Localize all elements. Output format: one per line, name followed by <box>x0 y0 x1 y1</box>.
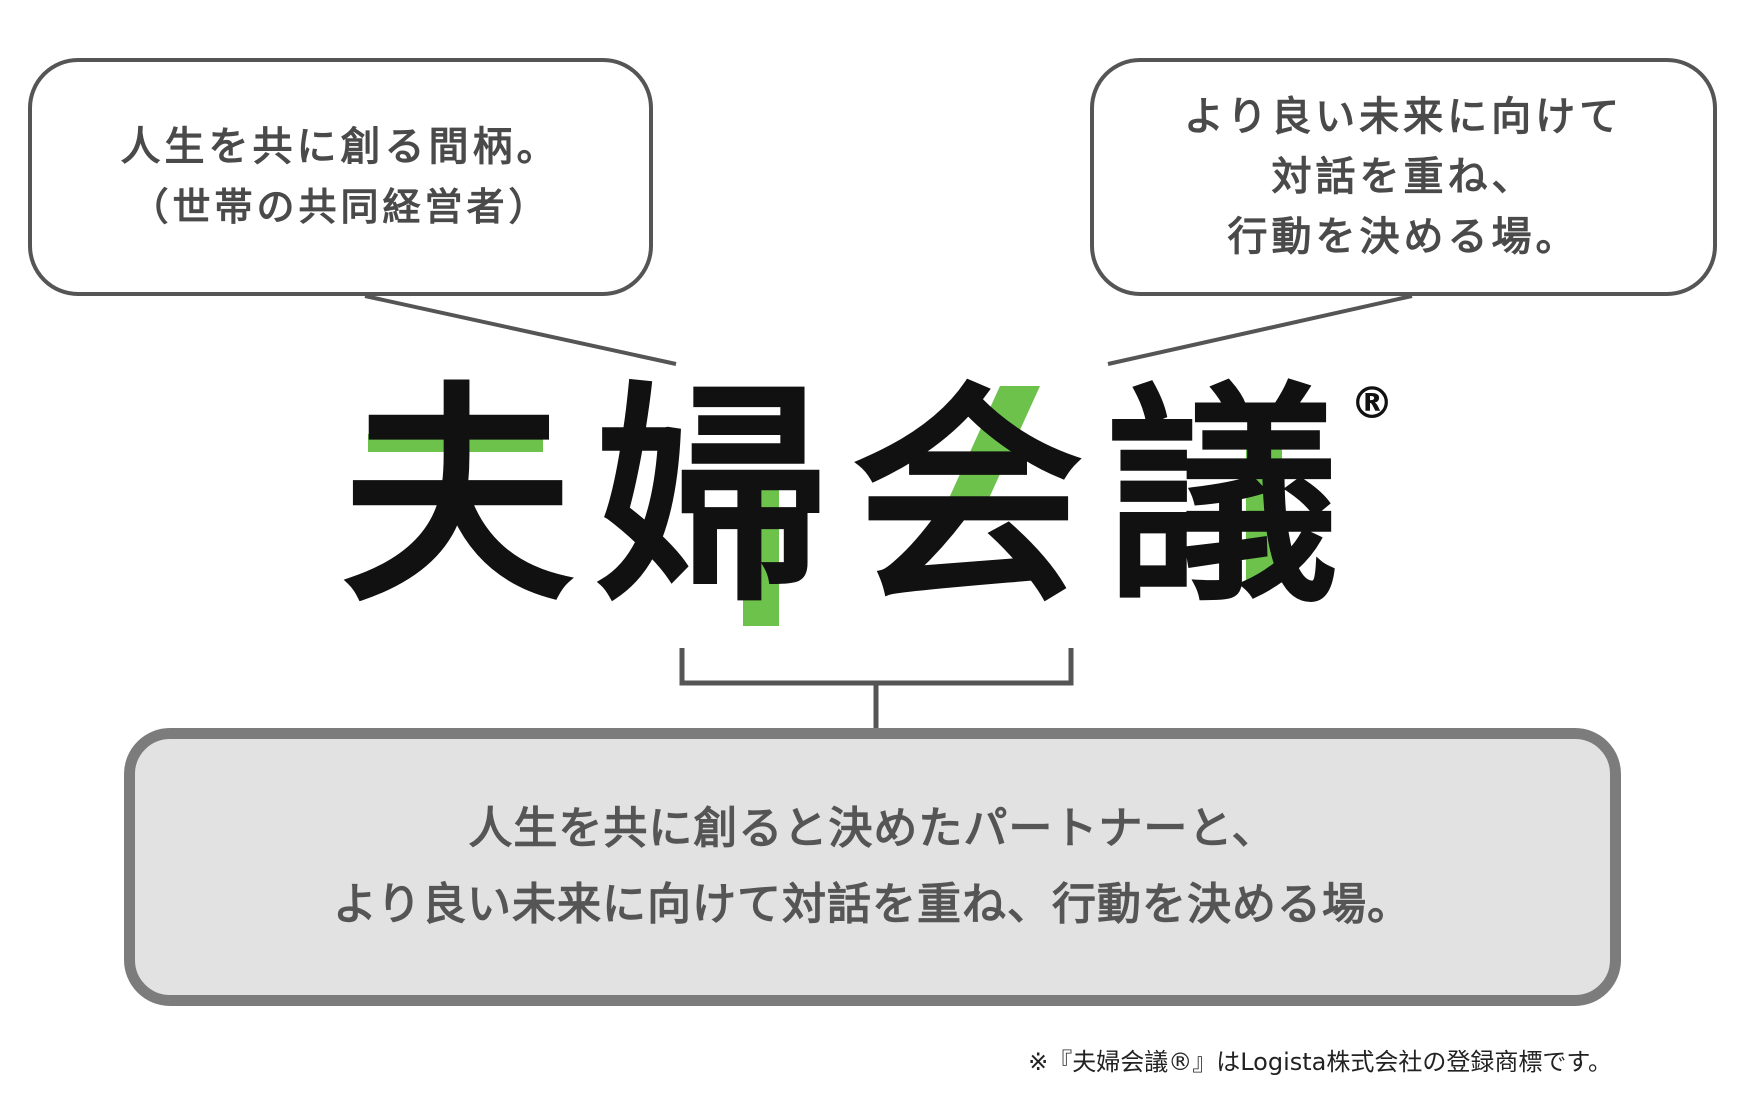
accent-stroke-fu-wife <box>743 476 779 626</box>
speech-bubble-left: 人生を共に創る間柄。 （世帯の共同経営者） <box>28 58 653 296</box>
left-bubble-pointer <box>364 294 677 366</box>
logo-char-fu: 夫 <box>341 363 574 633</box>
right-bubble-pointer <box>1107 294 1413 366</box>
logo-accent-strokes <box>368 386 1282 626</box>
logo-char-kai: 会 <box>851 363 1084 633</box>
accent-stroke-gi <box>1246 436 1282 581</box>
accent-stroke-kai <box>940 386 1040 518</box>
accent-stroke-fu <box>368 434 543 452</box>
logo-char-fu-wife: 婦 <box>596 363 829 633</box>
bubble-right-line2: 対話を重ね、 <box>1271 154 1536 200</box>
fufu-kaigi-logo: 夫 婦 会 議 <box>340 378 1360 633</box>
bubble-left-line1: 人生を共に創る間柄。 <box>120 124 561 170</box>
logo-bracket <box>679 648 1074 686</box>
definition-line1: 人生を共に創ると決めたパートナーと、 <box>468 803 1277 854</box>
definition-box: 人生を共に創ると決めたパートナーと、 より良い未来に向けて対話を重ね、行動を決め… <box>124 728 1621 1006</box>
definition-line2: より良い未来に向けて対話を重ね、行動を決める場。 <box>332 879 1413 930</box>
bubble-right-line1: より良い未来に向けて <box>1183 94 1624 140</box>
trademark-footnote: ※『夫婦会議®』はLogista株式会社の登録商標です。 <box>1028 1048 1612 1076</box>
bubble-right-line3: 行動を決める場。 <box>1227 214 1580 260</box>
registered-mark: ® <box>1350 378 1394 429</box>
bubble-left-line2: （世帯の共同経営者） <box>130 185 551 229</box>
speech-bubble-right: より良い未来に向けて 対話を重ね、 行動を決める場。 <box>1090 58 1717 296</box>
logo-char-gi: 議 <box>1106 363 1339 633</box>
